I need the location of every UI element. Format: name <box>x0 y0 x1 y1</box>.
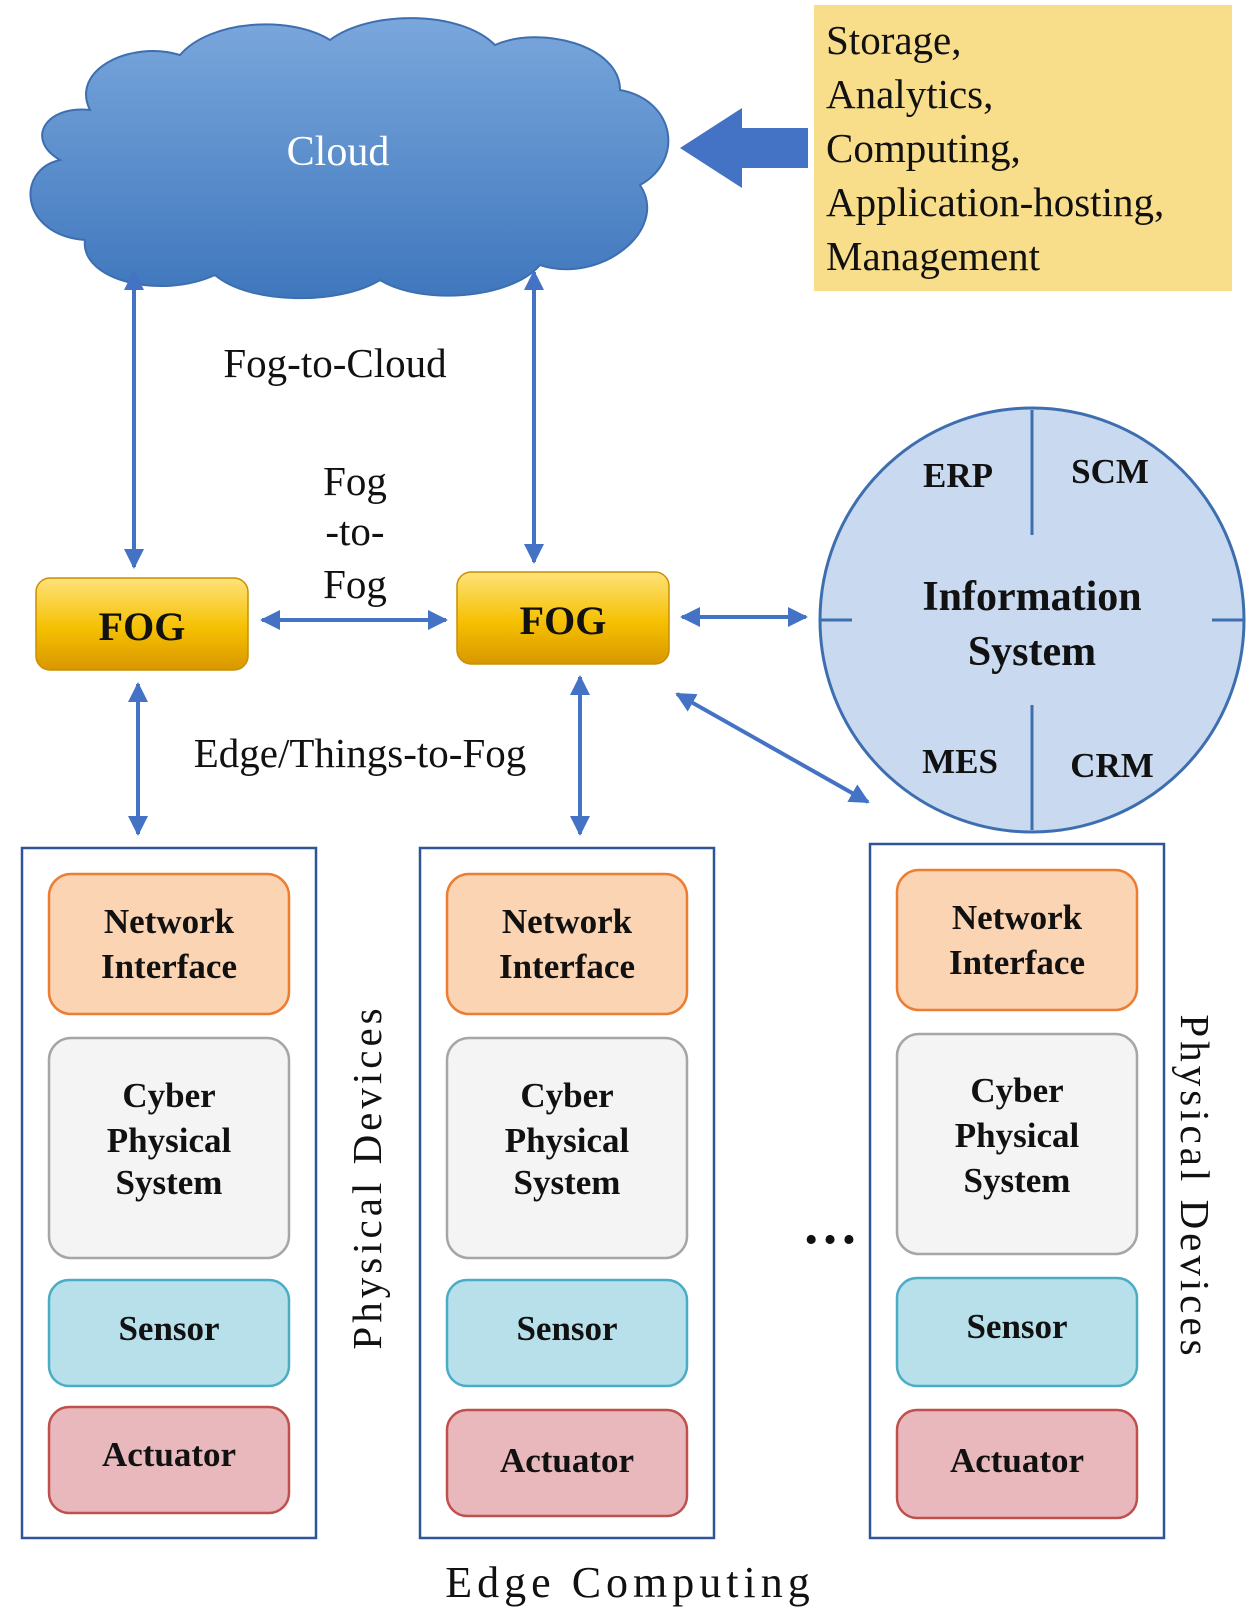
cps-label-line3: System <box>116 1163 223 1202</box>
network-interface-label-line1: Network <box>502 902 633 941</box>
cloud-shape: Cloud <box>29 17 670 300</box>
network-interface-label-line1: Network <box>104 902 235 941</box>
device-stack-1: Network Interface Cyber Physical System … <box>20 846 318 1540</box>
service-item: Storage, <box>826 17 962 63</box>
mes-label: MES <box>922 742 998 781</box>
information-system-title-line1: Information <box>922 574 1141 620</box>
cps-label-line1: Cyber <box>520 1076 613 1115</box>
actuator-box <box>445 1408 689 1518</box>
sensor-box <box>445 1278 689 1388</box>
erp-label: ERP <box>923 456 993 495</box>
cps-label-line3: System <box>964 1161 1071 1200</box>
cps-label-line2: Physical <box>505 1121 630 1160</box>
edge-computing-label: Edge Computing <box>445 1558 814 1607</box>
network-interface-label-line2: Interface <box>101 947 237 986</box>
network-interface-box <box>445 872 689 1016</box>
physical-devices-label-left: Physical Devices <box>344 1004 390 1349</box>
cps-label-line1: Cyber <box>122 1076 215 1115</box>
actuator-box <box>895 1408 1139 1520</box>
device-stack-2: Network Interface Cyber Physical System … <box>418 846 716 1540</box>
sensor-box <box>895 1276 1139 1388</box>
device-stack-3: Network Interface Cyber Physical System … <box>868 842 1166 1540</box>
network-interface-label-line2: Interface <box>949 943 1085 982</box>
sensor-box <box>47 1278 291 1388</box>
actuator-label: Actuator <box>500 1441 634 1480</box>
network-interface-label-line1: Network <box>952 898 1083 937</box>
sensor-label: Sensor <box>118 1309 219 1348</box>
cyber-physical-system-box <box>895 1032 1139 1256</box>
sensor-label: Sensor <box>966 1307 1067 1346</box>
cps-label-line2: Physical <box>107 1121 232 1160</box>
fog-to-cloud-label: Fog-to-Cloud <box>223 340 446 386</box>
actuator-label: Actuator <box>950 1441 1084 1480</box>
service-item: Application-hosting, <box>826 179 1165 225</box>
service-item: Computing, <box>826 125 1021 171</box>
fog-to-fog-label-line1: Fog <box>323 458 387 504</box>
information-system: ERP SCM Information System MES CRM <box>818 406 1246 834</box>
sensor-label: Sensor <box>516 1309 617 1348</box>
fog-node-label: FOG <box>99 604 186 649</box>
physical-devices-label-right: Physical Devices <box>1172 1014 1218 1359</box>
fog-to-fog-label-line2: -to- <box>325 508 384 554</box>
edge-to-fog-label: Edge/Things-to-Fog <box>194 730 527 776</box>
fog-to-device-diagonal-arrow <box>675 692 870 804</box>
service-item: Analytics, <box>826 71 994 117</box>
network-interface-box <box>47 872 291 1016</box>
cyber-physical-system-box <box>445 1036 689 1260</box>
more-devices-ellipsis: … <box>802 1194 858 1256</box>
scm-label: SCM <box>1071 452 1149 491</box>
fog-node-right: FOG <box>456 571 670 665</box>
actuator-box <box>47 1405 291 1515</box>
fog-node-label: FOG <box>520 598 607 643</box>
cps-label-line2: Physical <box>955 1116 1080 1155</box>
cyber-physical-system-box <box>47 1036 291 1260</box>
cloud-label: Cloud <box>287 129 390 175</box>
fog-to-fog-label-line3: Fog <box>323 561 387 607</box>
network-interface-label-line2: Interface <box>499 947 635 986</box>
information-system-title-line2: System <box>968 629 1096 675</box>
service-item: Management <box>826 233 1041 279</box>
cps-label-line1: Cyber <box>970 1071 1063 1110</box>
crm-label: CRM <box>1070 746 1154 785</box>
services-to-cloud-arrow <box>680 108 808 188</box>
cps-label-line3: System <box>514 1163 621 1202</box>
actuator-label: Actuator <box>102 1435 236 1474</box>
fog-node-left: FOG <box>35 577 249 671</box>
network-interface-box <box>895 868 1139 1012</box>
cloud-services-box: Storage, Analytics, Computing, Applicati… <box>814 5 1232 291</box>
